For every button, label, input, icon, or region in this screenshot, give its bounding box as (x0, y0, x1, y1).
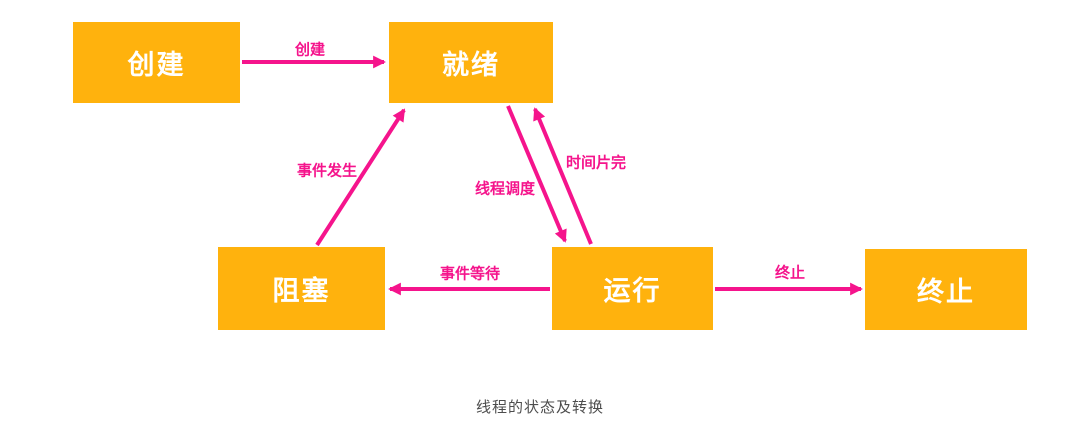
node-running: 运行 (552, 247, 713, 330)
edge-running-to-ready (533, 107, 593, 245)
edge-label-thread-schedule: 线程调度 (474, 180, 536, 198)
node-blocked-label: 阻塞 (272, 276, 331, 306)
edge-label-terminate: 终止 (774, 264, 806, 282)
node-ready-label: 就绪 (442, 50, 500, 80)
node-create-label: 创建 (127, 50, 186, 80)
edge-label-event-occurs: 事件发生 (296, 162, 358, 180)
diagram-caption: 线程的状态及转换 (475, 399, 604, 416)
node-blocked: 阻塞 (218, 247, 385, 330)
edge-ready-to-running (506, 105, 567, 243)
edge-label-timeslice-done: 时间片完 (565, 154, 627, 172)
edge-label-create: 创建 (294, 41, 326, 59)
edge-label-event-wait: 事件等待 (439, 265, 501, 283)
node-terminated: 终止 (865, 249, 1027, 330)
node-running-label: 运行 (603, 276, 662, 306)
node-ready: 就绪 (389, 22, 553, 103)
node-create: 创建 (73, 22, 240, 103)
edge-blocked-to-ready (315, 108, 406, 247)
node-terminated-label: 终止 (917, 277, 975, 307)
